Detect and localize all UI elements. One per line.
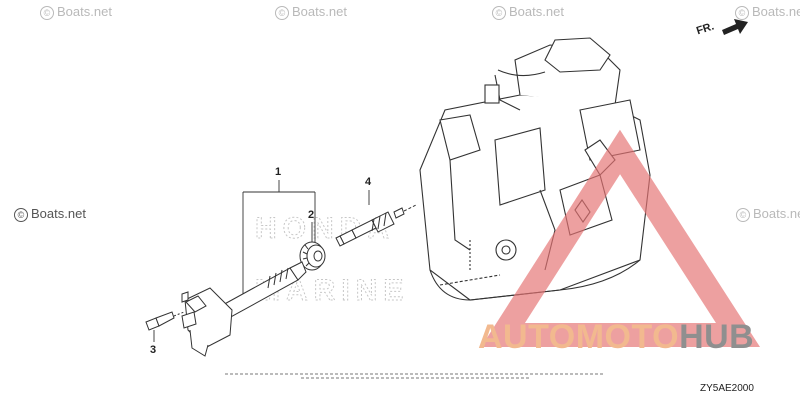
watermark-boats: ©Boats.net	[40, 4, 112, 20]
front-direction-arrow-icon	[722, 19, 748, 35]
automotohub-watermark: AUTOMOTOHUB	[478, 318, 754, 357]
watermark-boats: ©Boats.net	[14, 206, 86, 222]
watermark-text: Boats.net	[31, 206, 86, 221]
callout-1-leader	[242, 180, 316, 296]
watermark-boats: ©Boats.net	[736, 206, 800, 222]
copyright-icon: ©	[736, 208, 750, 222]
diagram-code: ZY5AE2000	[700, 383, 754, 394]
copyright-icon: ©	[14, 208, 28, 222]
brand-part-1: AUTOMOTO	[478, 318, 680, 356]
watermark-text: Boats.net	[57, 4, 112, 19]
watermark-boats: ©Boats.net	[735, 4, 800, 20]
copyright-icon: ©	[275, 6, 289, 20]
copyright-icon: ©	[40, 6, 54, 20]
spark-plug	[335, 204, 417, 247]
watermark-boats: ©Boats.net	[275, 4, 347, 20]
watermark-text: Boats.net	[752, 4, 800, 19]
watermark-boats: ©Boats.net	[492, 4, 564, 20]
watermark-text: Boats.net	[753, 206, 800, 221]
legal-fineprint	[225, 371, 605, 381]
watermark-text: Boats.net	[292, 4, 347, 19]
callout-4: 4	[365, 176, 372, 188]
copyright-icon: ©	[735, 6, 749, 20]
seal-ring	[299, 241, 326, 271]
bolt	[145, 311, 185, 331]
callout-2: 2	[308, 209, 315, 221]
callout-3: 3	[150, 344, 157, 356]
brand-part-2: HUB	[679, 318, 755, 356]
watermark-text: Boats.net	[509, 4, 564, 19]
brand-triangle	[481, 129, 761, 347]
copyright-icon: ©	[492, 6, 506, 20]
callout-1: 1	[275, 166, 282, 178]
ignition-coil	[181, 261, 307, 357]
